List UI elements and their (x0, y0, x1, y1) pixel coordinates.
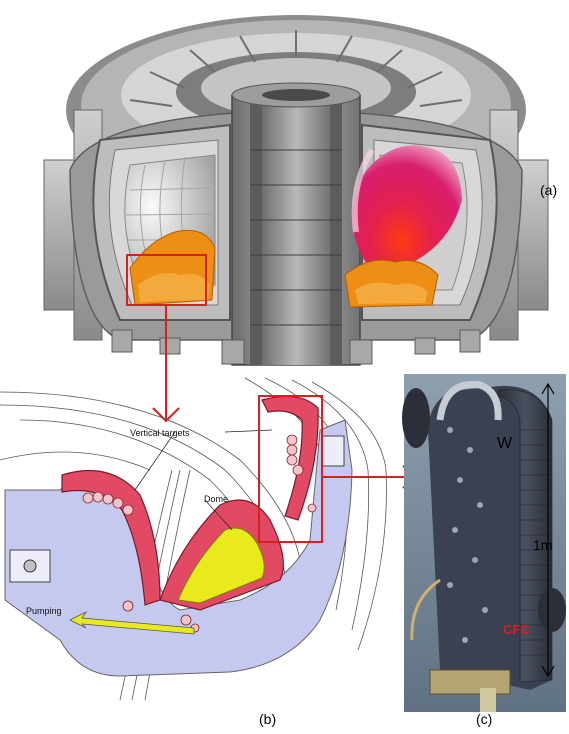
vertical-targets-label: Vertical targets (130, 428, 190, 438)
panel-b-label: (b) (259, 711, 276, 727)
divertor-cross-section-drawing (0, 377, 387, 701)
vertical-target-highlight-box (258, 395, 323, 543)
dome-label: Dome (204, 494, 228, 504)
panel-c-label: (c) (476, 711, 492, 727)
cfc-label: CFC (503, 622, 530, 637)
width-label: W (497, 435, 513, 452)
tokamak-cutaway-illustration (43, 15, 549, 366)
pumping-label: Pumping (26, 606, 62, 616)
zoom-arrow-a-to-b (152, 305, 180, 423)
vertical-target-photo (402, 374, 566, 712)
panel-a-label: (a) (540, 182, 557, 198)
length-dimension-arrow (541, 382, 555, 678)
length-label: 1m (533, 537, 552, 553)
